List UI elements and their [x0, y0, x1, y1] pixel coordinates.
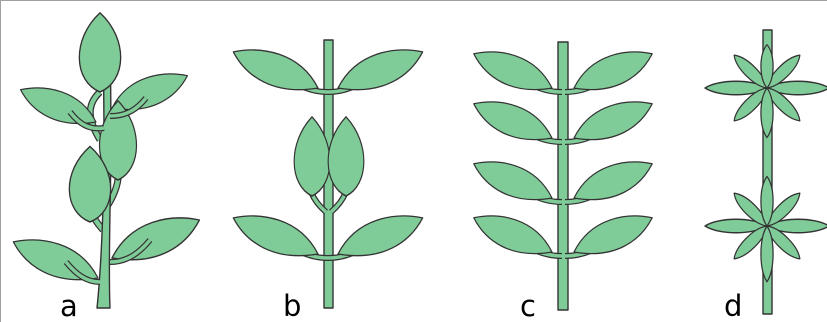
leaf: [112, 218, 199, 260]
panel-b: [233, 40, 422, 308]
leaf: [574, 52, 652, 90]
whorl-lower: [705, 176, 827, 281]
panel-label-b: b: [283, 289, 301, 322]
panel-label-c: c: [520, 289, 536, 322]
leaf: [474, 216, 552, 254]
leaf: [338, 50, 423, 90]
panel-a: [13, 13, 199, 308]
stem: [558, 42, 568, 310]
leaf: [474, 162, 552, 200]
panel-c: [474, 42, 652, 310]
panel-label-a: a: [60, 289, 78, 322]
leaf: [338, 216, 423, 256]
leaf: [112, 74, 187, 110]
leaf: [574, 216, 652, 254]
leaf: [233, 216, 318, 256]
leaf: [474, 52, 552, 90]
leaf: [574, 102, 652, 140]
panel-label-d: d: [724, 289, 742, 322]
leaf: [79, 13, 120, 92]
leaf: [21, 88, 96, 124]
leaf: [474, 102, 552, 140]
leaf: [233, 50, 318, 90]
panel-d: [705, 30, 827, 314]
leaf: [13, 240, 98, 280]
whorl-upper: [705, 45, 827, 138]
leaf: [574, 162, 652, 200]
